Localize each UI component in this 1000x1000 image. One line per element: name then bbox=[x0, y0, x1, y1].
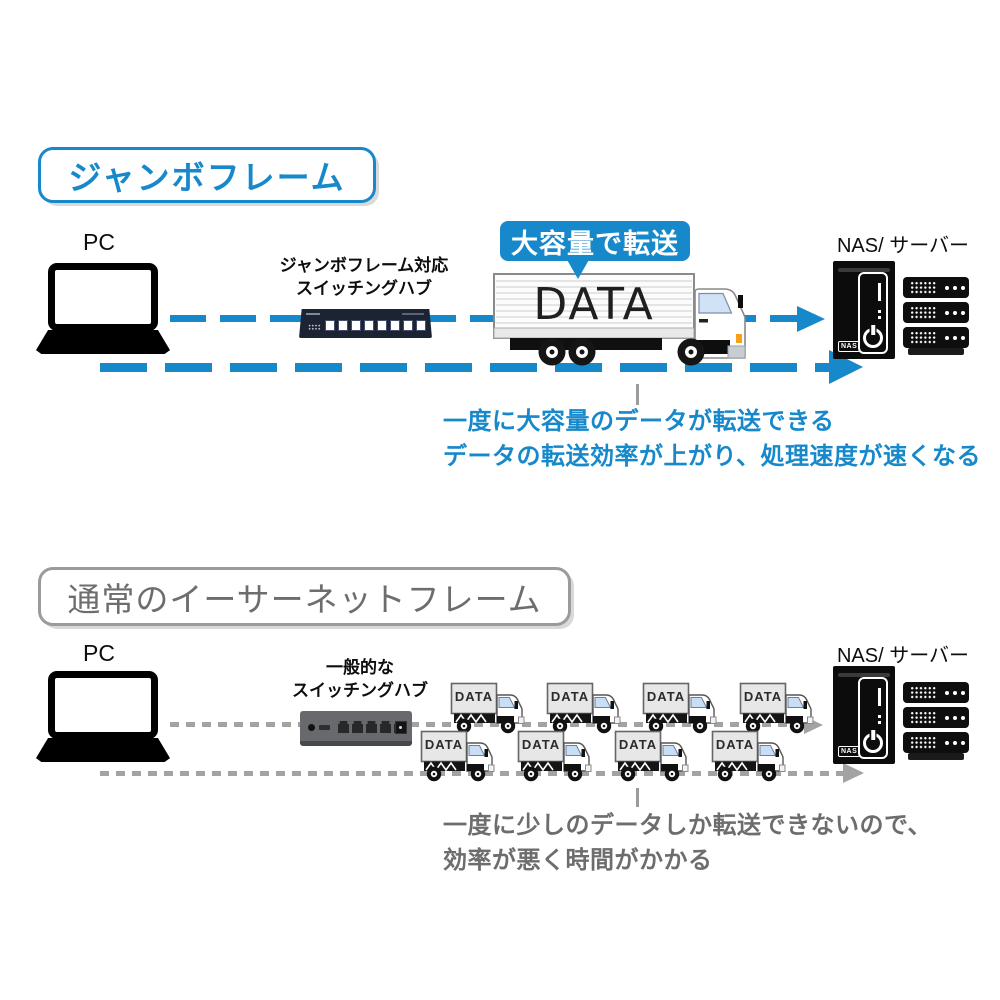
gray-arrowhead-lower bbox=[843, 763, 864, 783]
truck-data-label: DATA bbox=[533, 279, 654, 330]
jumbo-hub-label: ジャンボフレーム対応 スイッチングハブ bbox=[279, 256, 449, 298]
laptop-screen bbox=[48, 671, 158, 739]
laptop-screen bbox=[48, 263, 158, 331]
laptop-icon bbox=[36, 263, 170, 355]
callout-tick-jumbo bbox=[636, 384, 639, 405]
callout-tick-normal bbox=[636, 788, 639, 807]
laptop-base bbox=[36, 330, 170, 354]
truck-icon: DATA bbox=[493, 273, 746, 366]
jumbo-frame-title: ジャンボフレーム bbox=[68, 159, 346, 196]
nas-front-panel bbox=[858, 272, 888, 354]
jumbo-caption-line2: データの転送効率が上がり、処理速度が速くなる bbox=[443, 443, 982, 470]
small-truck-icon: DATA bbox=[642, 682, 718, 734]
small-truck-icon: DATA bbox=[739, 682, 815, 734]
nas-front-panel bbox=[858, 677, 888, 759]
nas-chip-label: NAS bbox=[838, 341, 861, 352]
power-icon bbox=[863, 733, 883, 753]
nas-server-label: NAS/ サーバー bbox=[836, 645, 970, 667]
nas-tower-icon: NAS bbox=[833, 261, 895, 359]
pc-label: PC bbox=[83, 229, 115, 255]
network-switch-icon bbox=[300, 711, 412, 746]
badge-pointer bbox=[566, 258, 590, 279]
switch-led-icons bbox=[308, 324, 321, 331]
nas-led-icon bbox=[878, 688, 881, 706]
normal-frame-title: 通常のイーサーネットフレーム bbox=[67, 580, 542, 618]
small-truck-icon: DATA bbox=[450, 682, 526, 734]
nas-tower-icon: NAS bbox=[833, 666, 895, 764]
power-icon bbox=[863, 328, 883, 348]
blue-dashed-line-lower bbox=[100, 363, 830, 372]
large-capacity-badge: 大容量で転送 bbox=[500, 221, 690, 261]
pc-label: PC bbox=[83, 640, 115, 666]
normal-caption-line2: 効率が悪く時間がかかる bbox=[443, 847, 713, 874]
nas-chip-label: NAS bbox=[838, 746, 861, 757]
blue-arrowhead-upper bbox=[797, 306, 825, 332]
server-rack-icon bbox=[903, 682, 971, 762]
blue-dashed-line-upper bbox=[170, 315, 798, 322]
gray-dashed-line-upper bbox=[170, 722, 804, 727]
small-truck-icon: DATA bbox=[711, 730, 787, 782]
normal-hub-label: 一般的な スイッチングハブ bbox=[292, 658, 428, 700]
normal-caption-line1: 一度に少しのデータしか転送できないので、 bbox=[443, 812, 933, 839]
jumbo-caption-line1: 一度に大容量のデータが転送できる bbox=[443, 408, 835, 435]
small-truck-icon: DATA bbox=[517, 730, 593, 782]
dc-jack bbox=[395, 721, 407, 734]
small-truck-icon: DATA bbox=[546, 682, 622, 734]
small-truck-icon: DATA bbox=[420, 730, 496, 782]
network-switch-icon bbox=[299, 309, 432, 338]
switch-ports bbox=[325, 320, 426, 331]
nas-server-group: NAS bbox=[833, 261, 973, 361]
nas-led-icon bbox=[878, 283, 881, 301]
nas-server-label: NAS/ サーバー bbox=[836, 235, 970, 257]
nas-server-group: NAS bbox=[833, 666, 973, 766]
small-truck-icon: DATA bbox=[614, 730, 690, 782]
normal-frame-title-box: 通常のイーサーネットフレーム bbox=[38, 567, 571, 626]
server-rack-icon bbox=[903, 277, 971, 357]
laptop-icon bbox=[36, 671, 170, 763]
laptop-base bbox=[36, 738, 170, 762]
jumbo-frame-title-box: ジャンボフレーム bbox=[38, 147, 376, 203]
